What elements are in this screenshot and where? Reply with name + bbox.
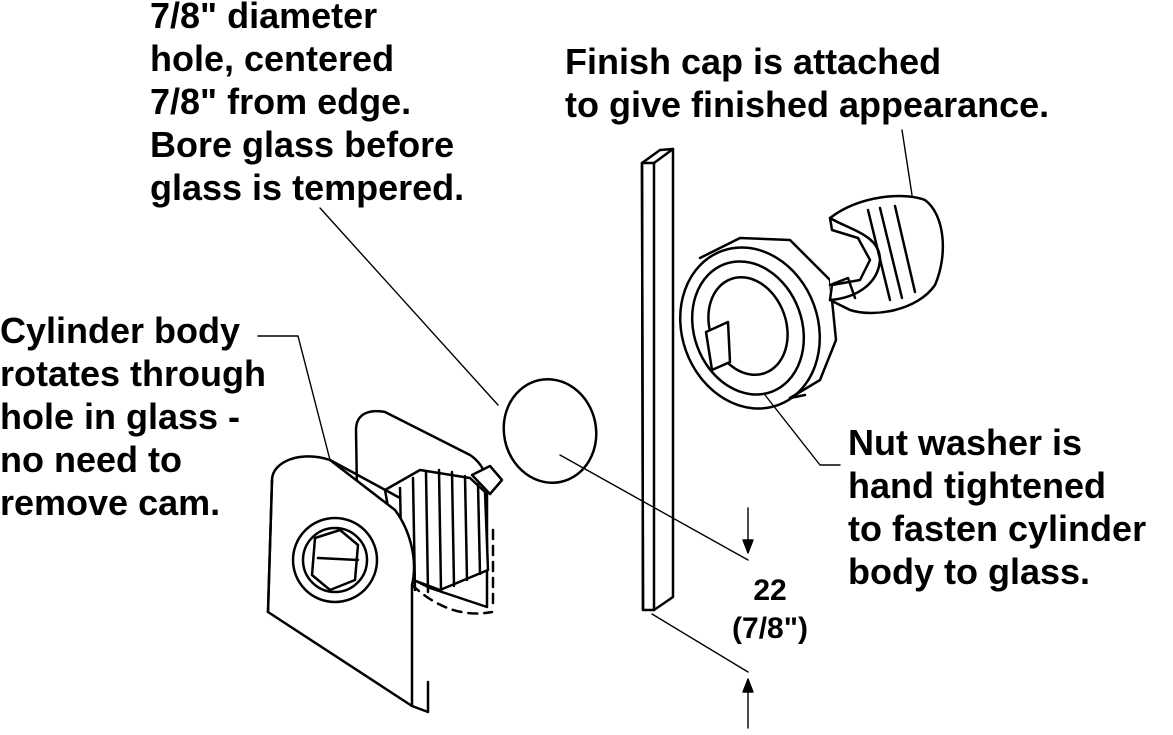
nut-washer-line-4: body to glass. xyxy=(848,551,1091,592)
hole-line-4: Bore glass before xyxy=(150,124,455,165)
hole-line-3: 7/8" from edge. xyxy=(150,81,412,122)
finish-cap-line-2: to give finished appearance. xyxy=(565,84,1050,125)
finish-cap-line-1: Finish cap is attached xyxy=(565,41,942,82)
nut-washer xyxy=(678,236,838,410)
nut-washer-callout: Nut washer is hand tightened to fasten c… xyxy=(848,421,1146,593)
dimension-arrows xyxy=(742,507,754,729)
dimension-label: 22 (7/8") xyxy=(710,572,830,648)
hole-callout: 7/8" diameter hole, centered 7/8" from e… xyxy=(150,0,464,209)
nut-washer-line-3: to fasten cylinder xyxy=(848,508,1147,549)
cylinder-callout: Cylinder body rotates through hole in gl… xyxy=(0,309,266,524)
cylinder-line-1: Cylinder body xyxy=(0,310,241,351)
dimension-metric: 22 xyxy=(753,574,787,607)
nut-washer-line-2: hand tightened xyxy=(848,465,1106,506)
cylinder-line-5: remove cam. xyxy=(0,482,221,523)
bore-hole xyxy=(502,377,598,485)
finish-cap xyxy=(828,194,945,315)
finish-cap-callout: Finish cap is attached to give finished … xyxy=(565,40,1049,126)
cylinder-line-3: hole in glass - xyxy=(0,396,241,437)
hole-line-5: glass is tempered. xyxy=(150,167,465,208)
hole-line-1: 7/8" diameter xyxy=(150,0,378,36)
cylinder-housing xyxy=(266,455,430,714)
dimension-imperial: (7/8") xyxy=(732,612,808,645)
glass-panel xyxy=(640,147,675,612)
cylinder-line-4: no need to xyxy=(0,439,182,480)
leader-lines xyxy=(257,129,913,673)
nut-washer-line-1: Nut washer is xyxy=(848,422,1083,463)
hole-line-2: hole, centered xyxy=(150,38,395,79)
cylinder-line-2: rotates through xyxy=(0,353,266,394)
